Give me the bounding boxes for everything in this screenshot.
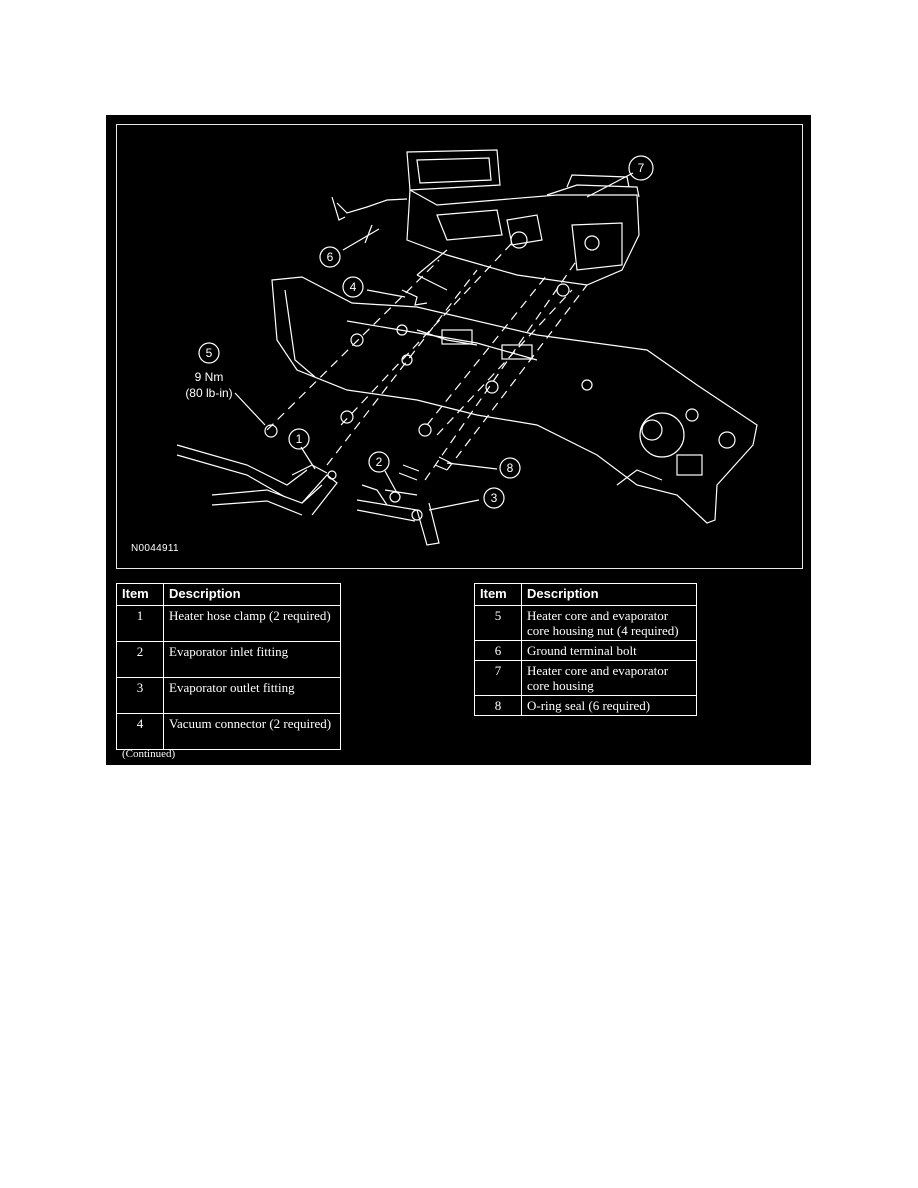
callout-7: 7 bbox=[638, 161, 645, 175]
diagram-line-art: 1 2 3 4 5 6 7 8 9 Nm (80 lb-in) bbox=[176, 149, 758, 546]
callout-5: 5 bbox=[206, 346, 213, 360]
callout-2: 2 bbox=[376, 455, 383, 469]
callout-circles bbox=[198, 155, 654, 509]
item-number: 4 bbox=[116, 713, 164, 750]
legend-table-right: Item Description 5 Heater core and evapo… bbox=[474, 583, 697, 716]
vacuum-connector bbox=[401, 289, 428, 306]
table-row: 6 Ground terminal bolt bbox=[474, 640, 697, 661]
torque-imperial: (80 lb-in) bbox=[185, 386, 232, 400]
item-description: Ground terminal bolt bbox=[521, 640, 697, 661]
item-description: Evaporator outlet fitting bbox=[163, 677, 341, 714]
item-number: 2 bbox=[116, 641, 164, 678]
item-number: 1 bbox=[116, 605, 164, 642]
table-row: 2 Evaporator inlet fitting bbox=[116, 641, 341, 678]
callout-8: 8 bbox=[507, 461, 514, 475]
callout-3: 3 bbox=[491, 491, 498, 505]
item-description: Heater core and evaporator core housing bbox=[521, 660, 697, 696]
table-row: 4 Vacuum connector (2 required) bbox=[116, 713, 341, 750]
alignment-lines bbox=[266, 242, 588, 481]
item-description: Vacuum connector (2 required) bbox=[163, 713, 341, 750]
figure-panel: 1 2 3 4 5 6 7 8 9 Nm (80 lb-in) N0044911… bbox=[106, 115, 811, 765]
dash-panel bbox=[271, 276, 758, 524]
legend-header-row: Item Description bbox=[474, 583, 697, 606]
item-number: 8 bbox=[474, 695, 522, 716]
description-column-header: Description bbox=[163, 583, 341, 606]
callout-6: 6 bbox=[327, 250, 334, 264]
table-row: 7 Heater core and evaporator core housin… bbox=[474, 660, 697, 696]
item-number: 6 bbox=[474, 640, 522, 661]
item-description: Heater core and evaporator core housing … bbox=[521, 605, 697, 641]
item-number: 7 bbox=[474, 660, 522, 696]
legend-header-row: Item Description bbox=[116, 583, 341, 606]
item-column-header: Item bbox=[474, 583, 522, 606]
legend-table-left: Item Description 1 Heater hose clamp (2 … bbox=[116, 583, 341, 750]
heater-hoses bbox=[176, 444, 452, 546]
item-column-header: Item bbox=[116, 583, 164, 606]
table-row: 1 Heater hose clamp (2 required) bbox=[116, 605, 341, 642]
description-column-header: Description bbox=[521, 583, 697, 606]
callout-leaders bbox=[234, 172, 634, 511]
callout-4: 4 bbox=[350, 280, 357, 294]
table-row: 5 Heater core and evaporator core housin… bbox=[474, 605, 697, 641]
item-description: Heater hose clamp (2 required) bbox=[163, 605, 341, 642]
callout-1: 1 bbox=[296, 432, 303, 446]
item-description: Evaporator inlet fitting bbox=[163, 641, 341, 678]
exploded-diagram: 1 2 3 4 5 6 7 8 9 Nm (80 lb-in) N0044911 bbox=[116, 124, 803, 569]
item-description: O-ring seal (6 required) bbox=[521, 695, 697, 716]
torque-value: 9 Nm bbox=[195, 370, 224, 384]
continued-note: (Continued) bbox=[122, 748, 176, 760]
housing-assembly bbox=[406, 149, 640, 291]
figure-code: N0044911 bbox=[131, 543, 179, 554]
housing-nuts bbox=[264, 283, 570, 438]
ground-wire bbox=[331, 196, 408, 244]
item-number: 5 bbox=[474, 605, 522, 641]
table-row: 3 Evaporator outlet fitting bbox=[116, 677, 341, 714]
item-number: 3 bbox=[116, 677, 164, 714]
table-row: 8 O-ring seal (6 required) bbox=[474, 695, 697, 716]
